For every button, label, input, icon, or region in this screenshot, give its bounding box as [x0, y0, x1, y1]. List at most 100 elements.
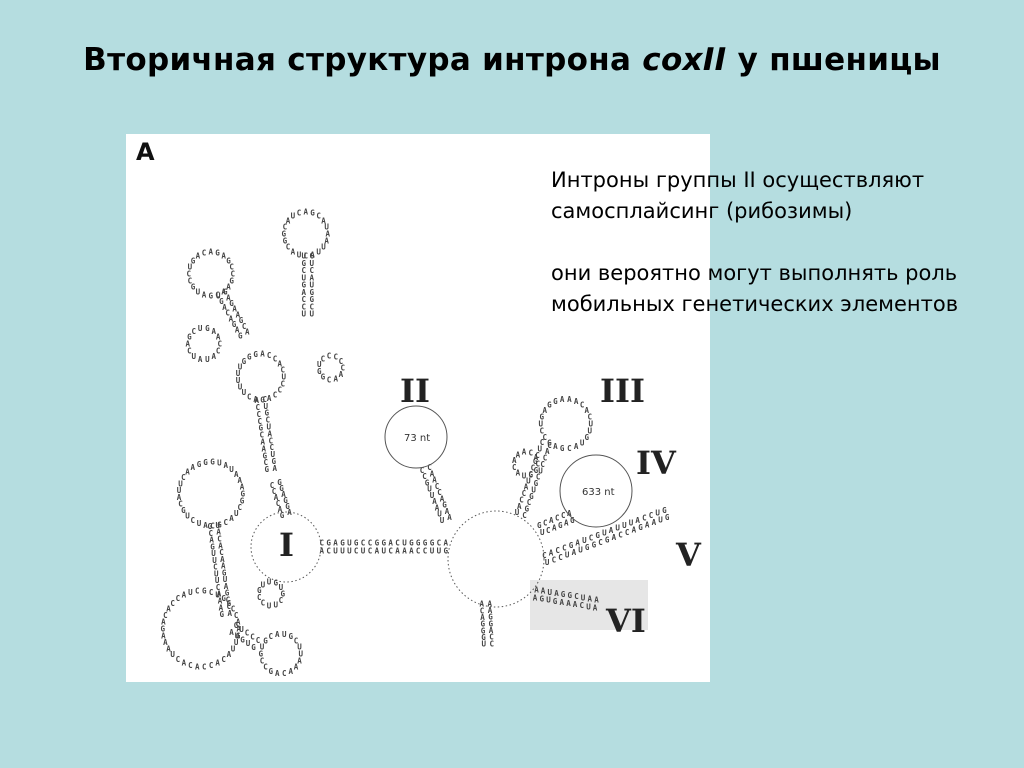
nucleotide: A [185, 468, 190, 477]
nucleotide: A [227, 650, 232, 659]
nucleotide: A [533, 593, 538, 602]
nucleotide: C [535, 451, 540, 460]
nucleotide: A [274, 493, 279, 502]
nucleotide: U [347, 547, 352, 556]
nucleotide: G [585, 543, 590, 552]
nucleotide: C [294, 637, 299, 646]
nucleotide: G [223, 288, 228, 297]
nucleotide: A [567, 395, 572, 404]
nucleotide: G [274, 579, 279, 588]
nucleotide: A [573, 600, 578, 609]
nucleotide: A [552, 523, 557, 532]
nucleotide: C [567, 444, 572, 453]
nucleotide: G [302, 281, 307, 290]
nucleotide: U [238, 363, 243, 372]
nucleotide: C [427, 463, 432, 472]
nucleotide: A [294, 662, 299, 671]
nucleotide: U [531, 485, 536, 494]
nucleotide: G [269, 667, 274, 676]
nucleotide: A [260, 350, 265, 359]
nucleotide: C [247, 392, 252, 401]
nucleotide: C [273, 355, 278, 364]
nucleotide: C [263, 395, 268, 404]
nucleotide: C [264, 458, 269, 467]
nucleotide: G [225, 589, 230, 598]
nucleotide: U [586, 602, 591, 611]
nucleotide: A [177, 493, 182, 502]
nucleotide: A [549, 548, 554, 557]
nucleotide: A [517, 502, 522, 511]
nucleotide: C [339, 357, 344, 366]
nucleotide: U [437, 547, 442, 556]
nucleotide: U [655, 508, 660, 517]
nucleotide: A [488, 599, 493, 608]
nucleotide: A [226, 293, 231, 302]
nucleotide: G [560, 444, 565, 453]
nucleotide: U [522, 471, 527, 480]
nucleotide: C [256, 636, 261, 645]
nucleotide: G [561, 590, 566, 599]
nucleotide: A [219, 603, 224, 612]
nucleotide: A [216, 528, 221, 537]
domain-iv-loop [559, 454, 633, 528]
nucleotide: A [304, 208, 309, 217]
nucleotide: C [540, 460, 545, 469]
nucleotide: U [548, 588, 553, 597]
nucleotide: A [543, 406, 548, 415]
nucleotide: C [480, 606, 485, 615]
nucleotide: C [234, 611, 239, 620]
nucleotide: C [543, 433, 548, 442]
nucleotide: U [297, 643, 302, 652]
nucleotide: U [310, 310, 315, 319]
nucleotide: U [274, 600, 279, 609]
nucleotide: A [541, 587, 546, 596]
nucleotide: C [562, 543, 567, 552]
nucleotide: G [310, 288, 315, 297]
nucleotide: G [227, 599, 232, 608]
nucleotide: A [564, 519, 569, 528]
nucleotide: C [529, 449, 534, 458]
nucleotide: G [423, 539, 428, 548]
nucleotide: C [282, 669, 287, 678]
nucleotide: C [176, 655, 181, 664]
nucleotide: U [238, 383, 243, 392]
nucleotide: G [205, 324, 210, 333]
nucleotide: G [191, 282, 196, 291]
nucleotide: U [321, 242, 326, 251]
nucleotide: C [188, 661, 193, 670]
nucleotide: C [489, 633, 494, 642]
nucleotide: A [289, 667, 294, 676]
nucleotide: C [281, 379, 286, 388]
domain-ii-loop [384, 405, 448, 469]
nucleotide: G [232, 320, 237, 329]
nucleotide: C [361, 539, 366, 548]
nucleotide: G [281, 590, 286, 599]
nucleotide: A [560, 598, 565, 607]
nucleotide: U [302, 252, 307, 261]
nucleotide: A [245, 328, 250, 337]
nucleotide: U [196, 287, 201, 296]
nucleotide: C [649, 511, 654, 520]
nucleotide: A [275, 669, 280, 678]
nucleotide: U [333, 547, 338, 556]
nucleotide: U [215, 576, 220, 585]
nucleotide: A [585, 406, 590, 415]
nucleotide: A [253, 395, 258, 404]
nucleotide: G [481, 633, 486, 642]
helix-stems: GUCAUGGCUUGCUGACCUGAGAAGCAUGACAGAGCUGCUA… [208, 252, 670, 652]
nucleotide: A [229, 514, 234, 523]
nucleotide: C [163, 611, 168, 620]
nucleotide: G [285, 502, 290, 511]
nucleotide: U [582, 536, 587, 545]
nucleotide: A [572, 548, 577, 557]
nucleotide: C [216, 346, 221, 355]
nucleotide: G [558, 521, 563, 530]
nucleotide: G [229, 276, 234, 285]
nucleotide: G [382, 539, 387, 548]
nucleotide: U [302, 310, 307, 319]
